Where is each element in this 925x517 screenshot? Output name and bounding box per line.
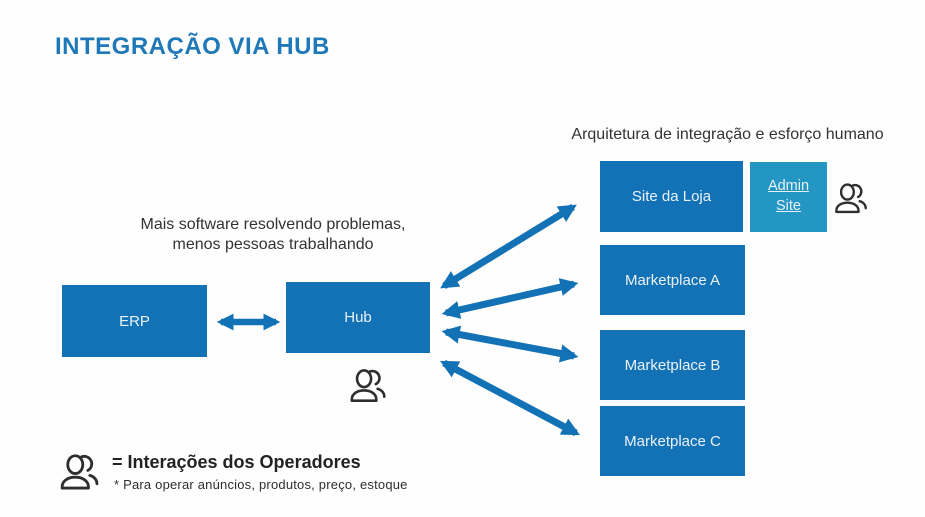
architecture-caption: Arquitetura de integração e esforço huma… [571,126,884,143]
node-erp-label: ERP [119,312,150,330]
hub-note-line1: Mais software resolvendo problemas, [140,216,406,233]
node-marketplace-a-label: Marketplace A [624,271,721,289]
operators-icon-legend [57,449,102,499]
page-title: INTEGRAÇÃO VIA HUB [55,33,330,60]
node-marketplace-c-label: Marketplace C [624,432,721,450]
node-hub-label: Hub [344,309,372,326]
node-site-da-loja: Site da Loja [600,161,743,232]
node-hub: Hub [286,282,430,353]
hub-note: Mais software resolvendo problemas, meno… [108,215,438,254]
node-admin-site-label: Admin Site [767,178,810,214]
hub-note-line2: menos pessoas trabalhando [172,235,374,253]
arrow-hub-marketplace-b [441,325,579,363]
node-erp: ERP [62,285,207,357]
node-site-da-loja-label: Site da Loja [631,188,712,205]
legend-title: = Interações dos Operadores [112,452,361,472]
node-marketplace-b-label: Marketplace B [624,356,721,374]
node-marketplace-c: Marketplace C [600,406,745,476]
node-admin-site: Admin Site [750,162,827,232]
node-marketplace-a: Marketplace A [600,245,745,315]
operators-icon-admin [832,179,870,221]
operators-icon-hub [347,364,389,411]
legend-subtitle: * Para operar anúncios, produtos, preço,… [114,477,408,492]
node-marketplace-b: Marketplace B [600,330,745,400]
arrow-hub-marketplace-c [439,359,581,437]
arrow-hub-site [440,204,577,289]
arrow-hub-marketplace-a [441,278,579,319]
